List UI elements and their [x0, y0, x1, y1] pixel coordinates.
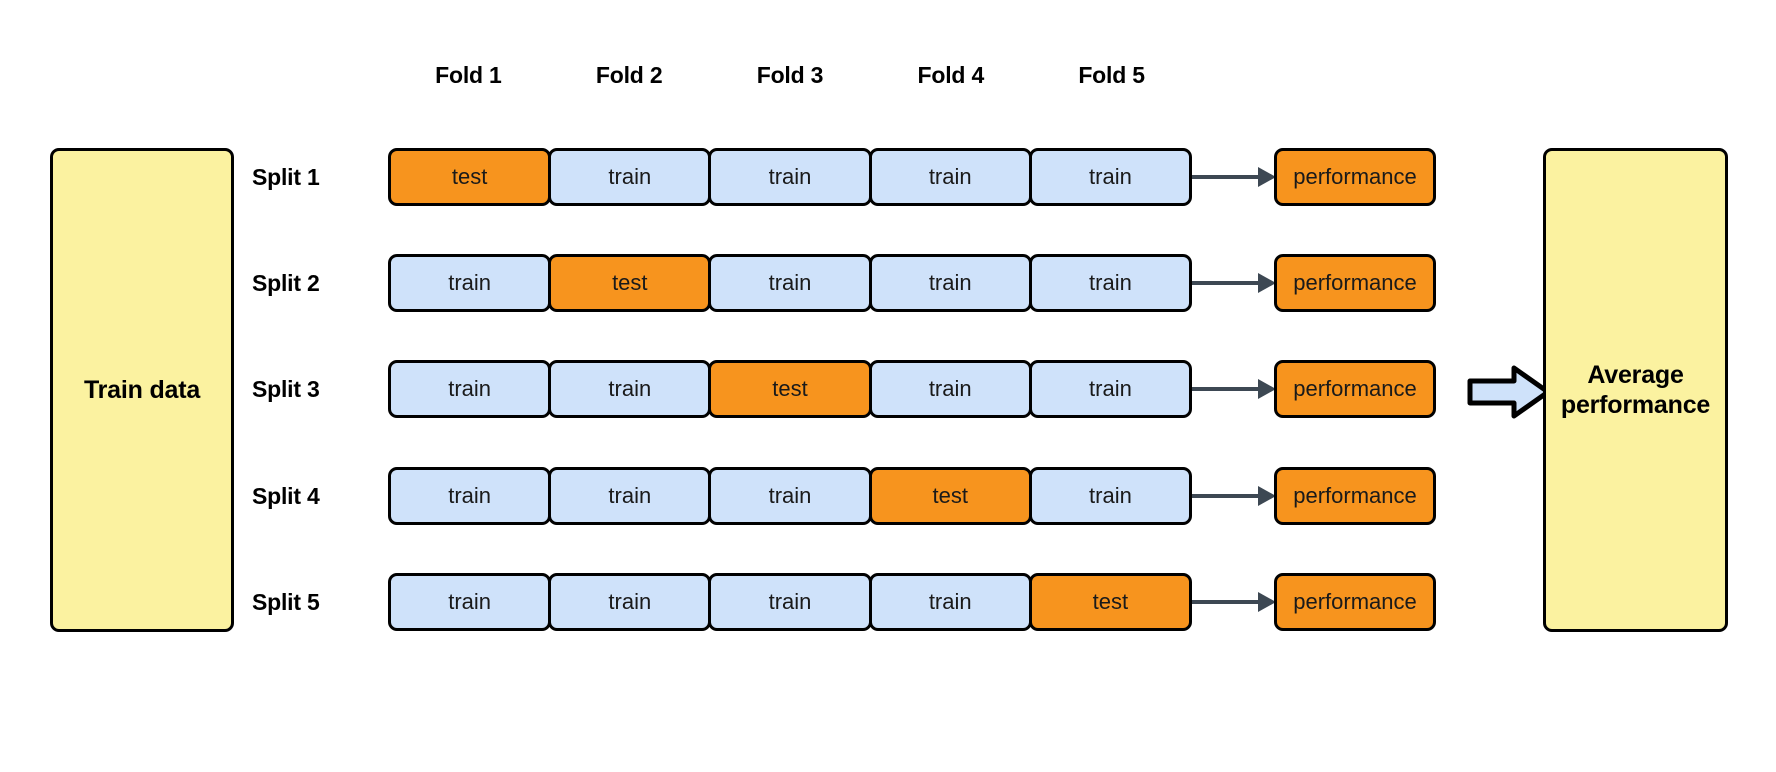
fold-cell-train: train — [708, 148, 872, 206]
performance-label: performance — [1293, 589, 1417, 614]
connector-arrow-icon — [1192, 254, 1276, 312]
fold-cell-test: test — [708, 360, 872, 418]
fold-cell-train: train — [708, 573, 872, 631]
fold-cell-train: train — [708, 254, 872, 312]
fold-cell-train: train — [548, 467, 712, 525]
connector-arrow-icon — [1192, 360, 1276, 418]
performance-label: performance — [1293, 376, 1417, 401]
performance-box: performance — [1274, 148, 1436, 206]
split-row: Split 5 train train train train test per… — [0, 573, 1776, 631]
split-label-4: Split 4 — [252, 483, 320, 509]
performance-label: performance — [1293, 164, 1417, 189]
performance-box: performance — [1274, 467, 1436, 525]
fold-cell-train: train — [868, 360, 1032, 418]
split-row: Split 3 train train test train train per… — [0, 360, 1776, 418]
fold-header-4: Fold 4 — [917, 62, 985, 88]
fold-header-row: Fold 1 Fold 2 Fold 3 Fold 4 Fold 5 — [388, 55, 1192, 95]
fold-cell-train: train — [1028, 467, 1193, 525]
performance-box: performance — [1274, 254, 1436, 312]
connector-arrow-icon — [1192, 467, 1276, 525]
fold-cell-train: train — [1028, 254, 1193, 312]
performance-label: performance — [1293, 270, 1417, 295]
split-label-2: Split 2 — [252, 270, 320, 296]
folds-strip-4: train train train test train — [388, 467, 1193, 525]
fold-header-3: Fold 3 — [756, 62, 824, 88]
connector-arrow-icon — [1192, 573, 1276, 631]
performance-box: performance — [1274, 360, 1436, 418]
folds-strip-5: train train train train test — [388, 573, 1193, 631]
train-data-box: Train data — [50, 148, 234, 632]
folds-strip-2: train test train train train — [388, 254, 1193, 312]
fold-cell-train: train — [548, 360, 712, 418]
fold-cell-train: train — [548, 148, 712, 206]
split-row: Split 1 test train train train train per… — [0, 148, 1776, 206]
fold-cell-train: train — [1028, 360, 1193, 418]
fold-cell-test: test — [868, 467, 1032, 525]
fold-cell-train: train — [388, 254, 552, 312]
train-data-label: Train data — [83, 375, 201, 404]
fold-cell-train: train — [868, 254, 1032, 312]
split-label-5: Split 5 — [252, 589, 320, 615]
performance-box: performance — [1274, 573, 1436, 631]
average-performance-line1: Average — [1587, 360, 1684, 389]
fold-cell-train: train — [388, 573, 552, 631]
split-label-1: Split 1 — [252, 164, 320, 190]
fold-cell-train: train — [1028, 148, 1193, 206]
average-performance-box: Average performance — [1543, 148, 1728, 632]
folds-strip-1: test train train train train — [388, 148, 1193, 206]
fold-cell-train: train — [388, 467, 552, 525]
fold-cell-train: train — [548, 573, 712, 631]
fold-cell-train: train — [388, 360, 552, 418]
connector-arrow-icon — [1192, 148, 1276, 206]
split-row: Split 2 train test train train train per… — [0, 254, 1776, 312]
fold-header-2: Fold 2 — [595, 62, 663, 88]
fold-cell-test: test — [548, 254, 712, 312]
fold-cell-train: train — [868, 148, 1032, 206]
average-performance-line2: performance — [1560, 391, 1711, 419]
block-arrow-right-icon — [1464, 362, 1552, 422]
split-row: Split 4 train train train test train per… — [0, 467, 1776, 525]
average-performance-label: Average performance — [1561, 360, 1710, 421]
split-label-3: Split 3 — [252, 376, 320, 402]
folds-strip-3: train train test train train — [388, 360, 1193, 418]
fold-header-1: Fold 1 — [435, 62, 502, 88]
fold-cell-test: test — [1028, 573, 1193, 631]
fold-cell-train: train — [868, 573, 1032, 631]
performance-label: performance — [1293, 483, 1417, 508]
fold-cell-test: test — [388, 148, 552, 206]
fold-cell-train: train — [708, 467, 872, 525]
fold-header-5: Fold 5 — [1078, 62, 1145, 88]
